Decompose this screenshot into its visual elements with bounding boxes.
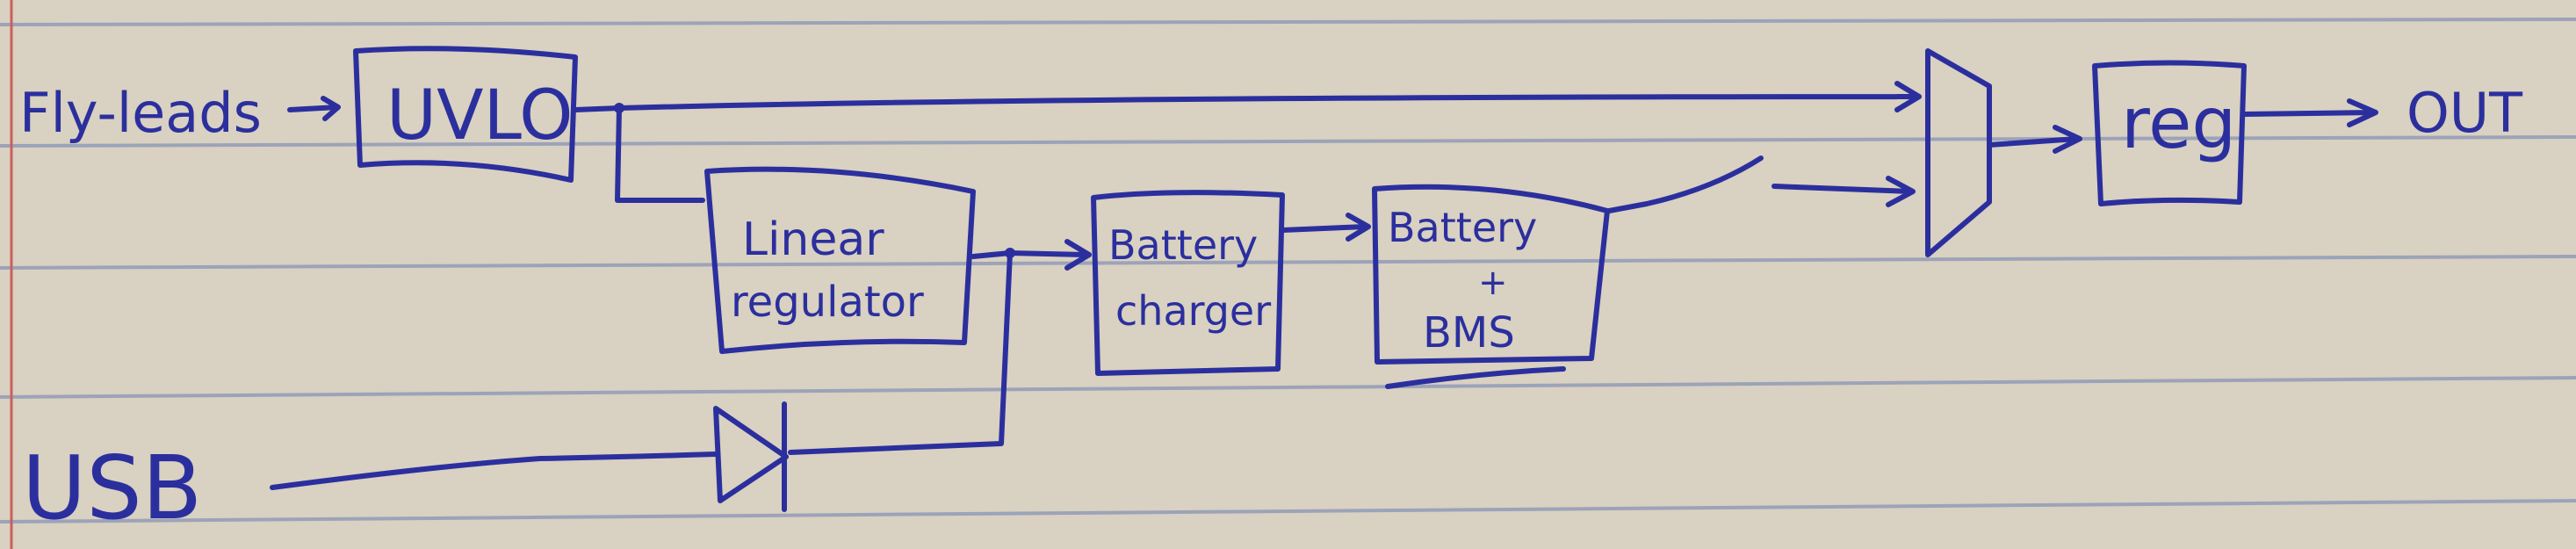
- switch-icon: [1606, 155, 1916, 213]
- svg-text:Battery: Battery: [1388, 204, 1537, 251]
- svg-text:Linear: Linear: [742, 213, 884, 266]
- svg-text:reg: reg: [2121, 83, 2236, 164]
- svg-text:+: +: [1478, 263, 1508, 303]
- diode-icon: [713, 401, 789, 512]
- battery-bms-block: Battery + BMS: [1372, 184, 1610, 389]
- usb-label: USB: [22, 437, 202, 539]
- svg-text:regulator: regulator: [731, 278, 924, 327]
- uvlo-block: UVLO: [353, 46, 578, 183]
- battery-charger-block: Battery charger: [1091, 190, 1285, 376]
- paper-rules: [0, 18, 2576, 524]
- mux-icon: [1925, 48, 1992, 257]
- arrow-icon: [287, 96, 341, 121]
- out-label: OUT: [2406, 81, 2523, 145]
- fly-leads-label: Fly-leads: [19, 81, 262, 145]
- reg-block: reg: [2092, 60, 2247, 206]
- svg-text:Battery: Battery: [1108, 221, 1258, 269]
- svg-text:BMS: BMS: [1423, 308, 1515, 358]
- wires: [270, 81, 2378, 490]
- svg-text:UVLO: UVLO: [386, 76, 574, 155]
- svg-text:charger: charger: [1115, 287, 1271, 335]
- linear-regulator-block: Linear regulator: [704, 166, 976, 354]
